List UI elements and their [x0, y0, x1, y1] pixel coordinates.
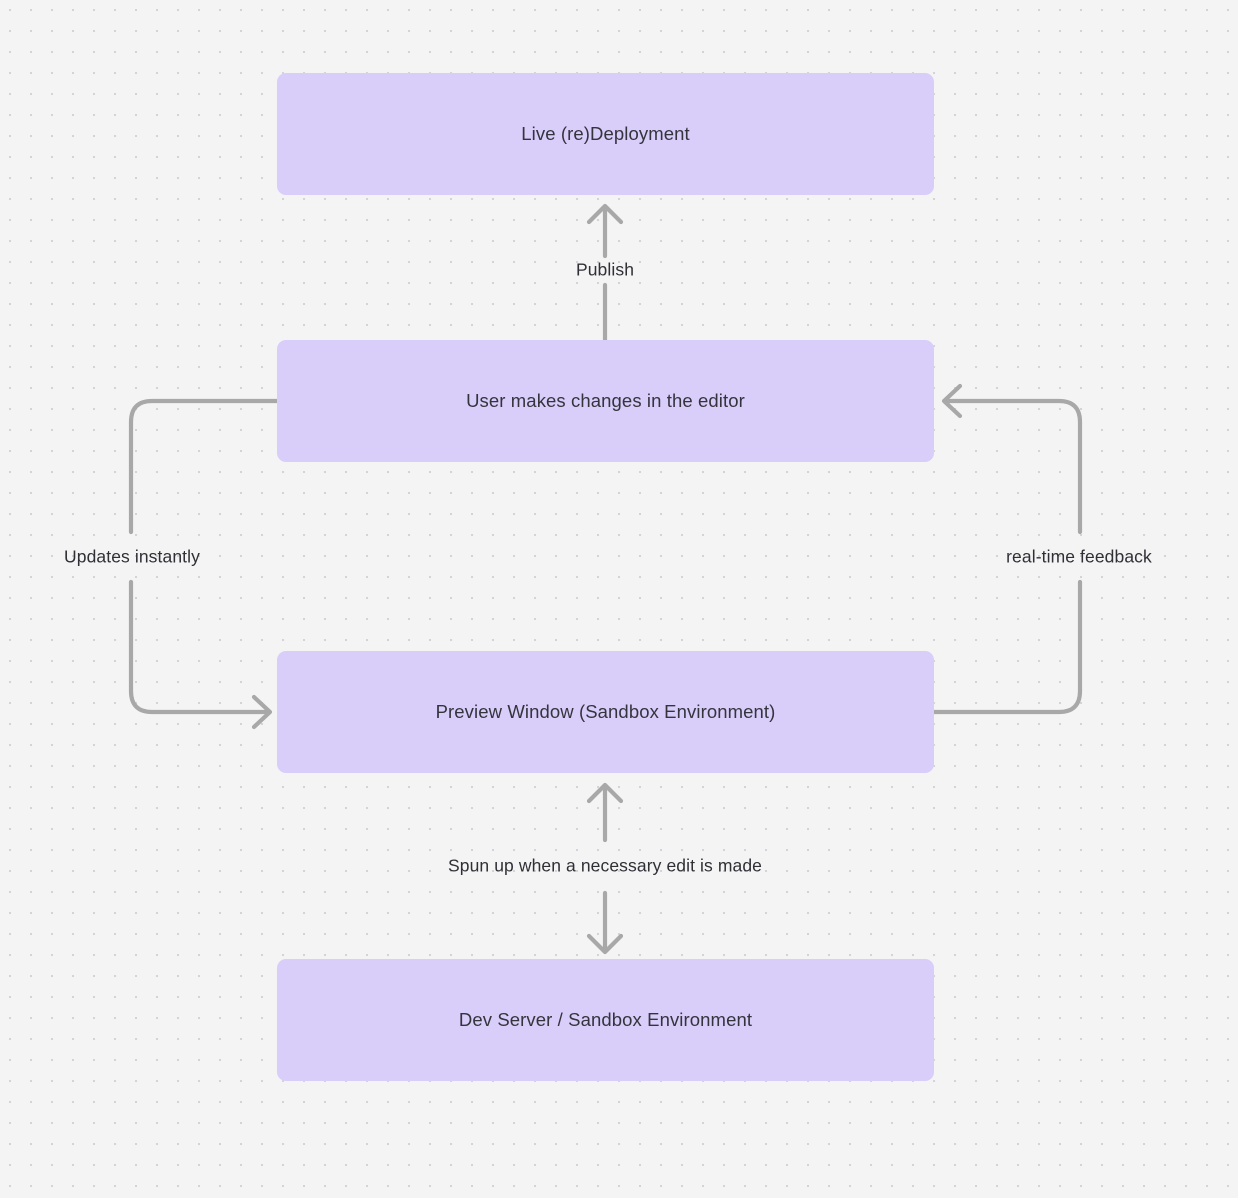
- node-user-editor[interactable]: User makes changes in the editor: [277, 340, 934, 462]
- edge-label-updates-instantly: Updates instantly: [64, 546, 200, 567]
- edge-label-publish: Publish: [575, 259, 635, 280]
- node-dev-server-label: Dev Server / Sandbox Environment: [458, 1008, 753, 1030]
- node-preview-window-label: Preview Window (Sandbox Environment): [435, 700, 776, 722]
- edge-label-real-time-feedback: real-time feedback: [1006, 546, 1152, 567]
- node-live-deployment[interactable]: Live (re)Deployment: [277, 73, 934, 195]
- node-preview-window[interactable]: Preview Window (Sandbox Environment): [277, 651, 934, 773]
- node-dev-server[interactable]: Dev Server / Sandbox Environment: [277, 959, 934, 1081]
- edge-label-spun-up: Spun up when a necessary edit is made: [447, 855, 763, 876]
- node-user-editor-label: User makes changes in the editor: [466, 389, 745, 411]
- node-live-deployment-label: Live (re)Deployment: [521, 122, 690, 144]
